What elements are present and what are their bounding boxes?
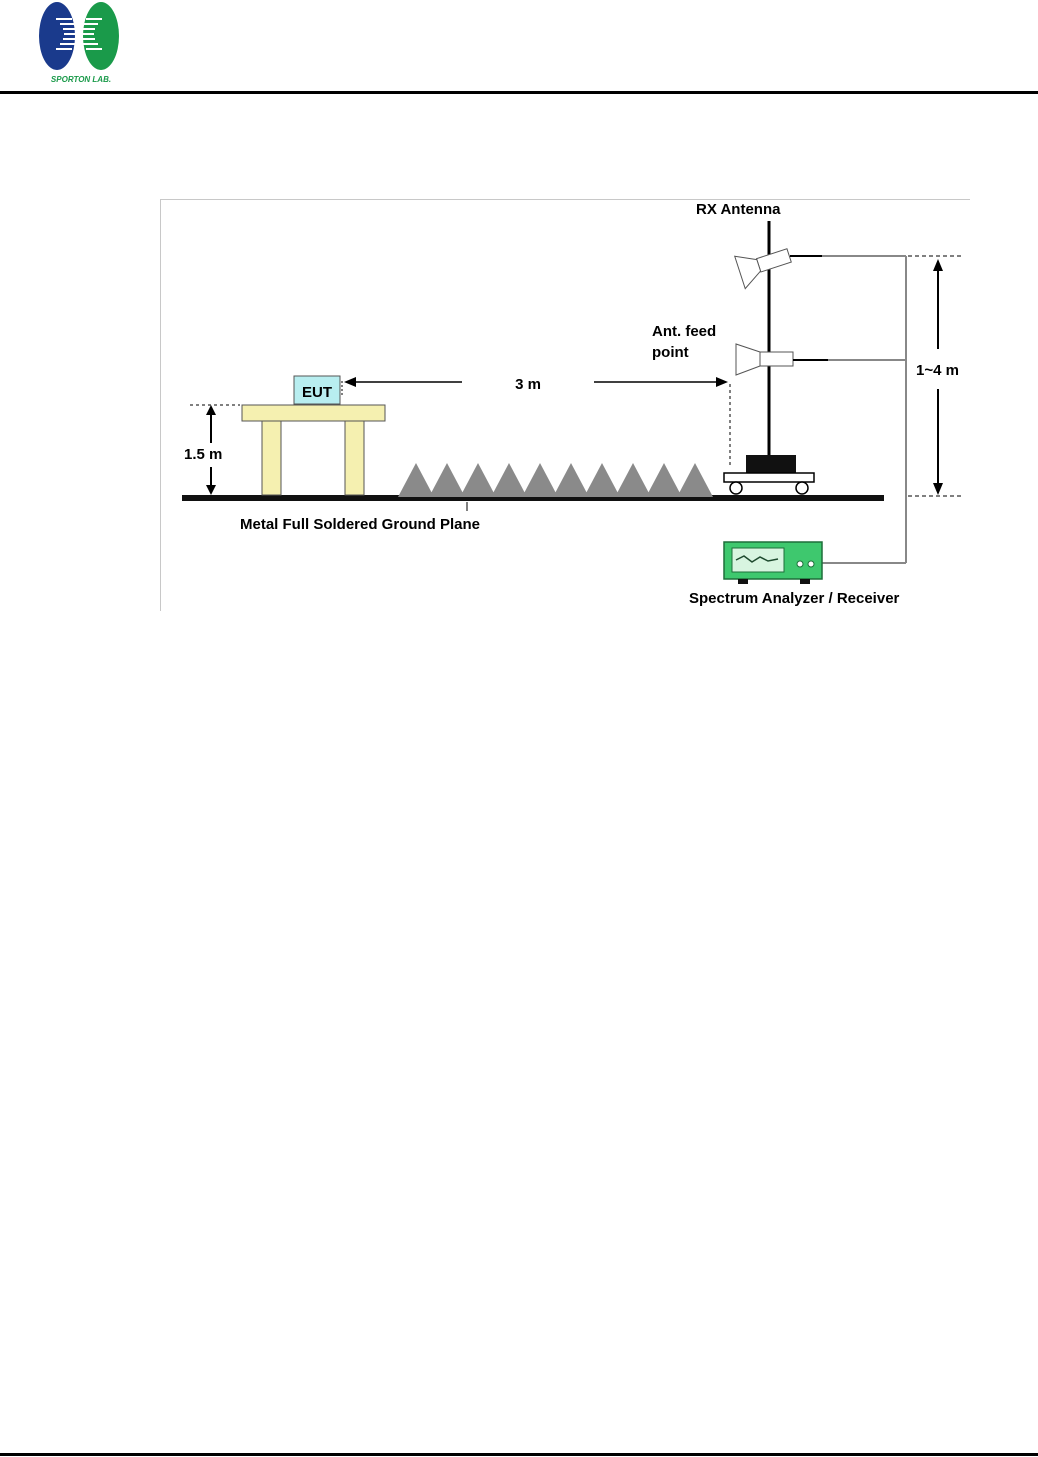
sporton-logo: SPORTON LAB. [36,0,126,86]
logo-text: SPORTON LAB. [51,75,111,84]
antenna-height-label: 1~4 m [916,362,959,379]
table-height-label: 1.5 m [184,446,222,463]
analyzer-label: Spectrum Analyzer / Receiver [689,590,900,607]
footer-rule [0,1453,1038,1456]
eut-label: EUT [302,384,332,401]
cables [822,256,906,563]
feed-antenna-icon [736,344,793,375]
eut-table [242,405,385,495]
test-setup-diagram: EUT 1.5 m 3 m [160,199,970,611]
rx-antenna-label: RX Antenna [696,201,781,218]
header-rule [0,91,1038,94]
distance-label: 3 m [515,376,541,393]
rx-antenna-icon [735,240,795,288]
ant-feed-label-line1: Ant. feed [652,323,716,340]
absorbers [398,463,713,497]
spectrum-analyzer-icon [724,542,822,584]
ground-plane-label: Metal Full Soldered Ground Plane [240,516,480,533]
ant-feed-label-line2: point [652,344,689,361]
